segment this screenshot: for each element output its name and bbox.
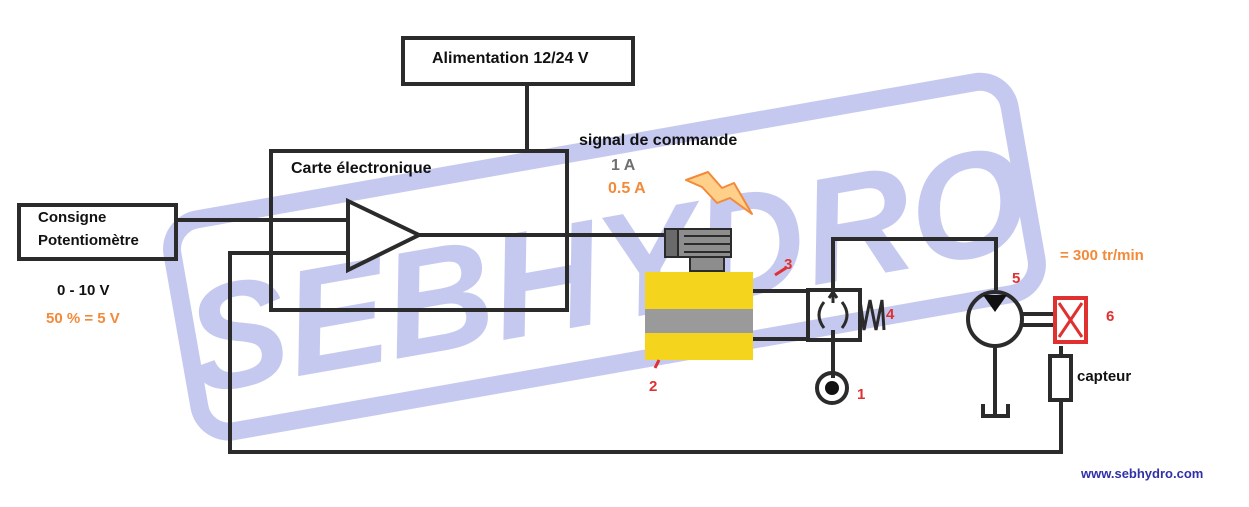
leader-2 xyxy=(653,359,661,369)
setpoint-box xyxy=(17,203,178,261)
amplifier-triangle xyxy=(346,197,424,274)
sensor-body xyxy=(1048,354,1073,402)
lightning-icon xyxy=(685,171,753,215)
number-2: 2 xyxy=(649,378,658,395)
speed-label: = 300 tr/min xyxy=(1060,247,1144,264)
pressure-source-circle xyxy=(815,371,849,405)
website-link[interactable]: www.sebhydro.com xyxy=(1081,466,1204,481)
spring-icon xyxy=(858,299,886,331)
watermark: SEBHYDRO xyxy=(163,72,1046,441)
hydraulic-line-top xyxy=(831,237,998,293)
number-3: 3 xyxy=(784,256,793,273)
coil-middle xyxy=(645,309,753,333)
number-4: 4 xyxy=(886,306,895,323)
tank-symbol xyxy=(981,404,1010,418)
control-signal-current: 0.5 A xyxy=(608,180,646,197)
number-6: 6 xyxy=(1106,308,1115,325)
setpoint-line2: Potentiomètre xyxy=(38,232,139,249)
feedback-wire xyxy=(228,251,1063,454)
control-signal-title: signal de commande xyxy=(579,132,738,149)
control-signal-max: 1 A xyxy=(611,157,636,174)
power-supply-box xyxy=(401,36,635,86)
pressure-source-dot xyxy=(825,381,839,395)
valve-internals xyxy=(817,289,849,338)
leader-3 xyxy=(774,266,787,277)
connector-tip xyxy=(664,228,679,258)
load-icon xyxy=(1053,296,1088,344)
setpoint-value: 50 % = 5 V xyxy=(46,310,120,327)
number-5: 5 xyxy=(1012,270,1021,287)
motor-triangle-icon xyxy=(983,295,1007,312)
number-1: 1 xyxy=(857,386,866,403)
coil-bottom xyxy=(645,333,753,360)
connector-base xyxy=(689,256,725,272)
card-label: Carte électronique xyxy=(291,160,432,177)
coil-solenoid xyxy=(645,228,753,360)
proportional-valve-body xyxy=(806,288,862,342)
power-supply-label: Alimentation 12/24 V xyxy=(432,50,589,67)
coil-top xyxy=(645,272,753,309)
setpoint-range: 0 - 10 V xyxy=(57,282,110,299)
sensor-label: capteur xyxy=(1077,368,1132,385)
card-box xyxy=(269,149,569,312)
setpoint-line1: Consigne xyxy=(38,209,107,226)
